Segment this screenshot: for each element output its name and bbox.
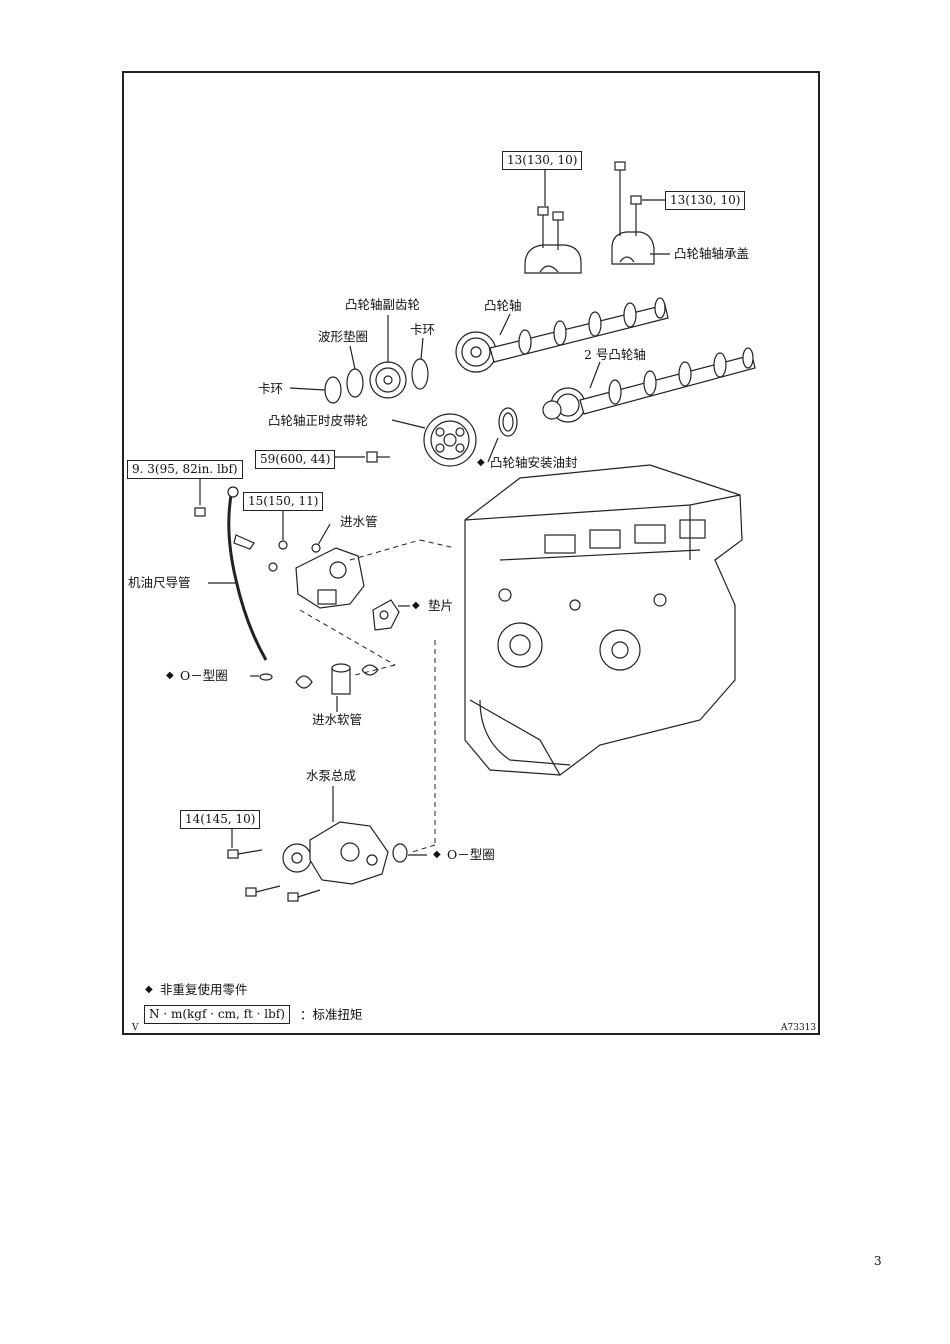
label-snap-ring-right: 卡环 xyxy=(410,322,436,337)
legend-unit-box: N · m(kgf · cm, ft · lbf) xyxy=(144,1005,290,1024)
water-inlet-pipe xyxy=(268,540,365,609)
label-water-inlet-hose: 进水软管 xyxy=(312,712,363,727)
camshaft xyxy=(455,297,669,373)
label-dipstick-guide: 机油尺导管 xyxy=(128,575,191,590)
torque-inlet-pipe: 15(150, 11) xyxy=(243,492,324,511)
label-gasket: 垫片 xyxy=(428,598,454,613)
label-camshaft-oil-seal: 凸轮轴安装油封 xyxy=(490,455,578,470)
dipstick-bolt xyxy=(194,507,206,517)
torque-bearing-cap-right: 13(130, 10) xyxy=(665,191,746,210)
non-reusable-mark-gasket: ◆ xyxy=(412,600,420,611)
gasket xyxy=(372,599,400,631)
pulley-bolt xyxy=(366,451,390,463)
o-ring-pump xyxy=(392,843,408,863)
camshaft-timing-pulley xyxy=(423,413,477,467)
label-o-ring-2: O－型圈 xyxy=(447,847,495,862)
snap-ring-left xyxy=(324,376,342,404)
torque-bearing-cap-left: 13(130, 10) xyxy=(502,151,583,170)
no2-camshaft xyxy=(542,347,756,423)
label-camshaft: 凸轮轴 xyxy=(484,298,522,313)
water-pump-bolts xyxy=(227,849,321,902)
camshaft-oil-seal xyxy=(498,407,518,437)
label-o-ring-1: O－型圈 xyxy=(180,668,228,683)
figure-code: A73313 xyxy=(781,1023,817,1033)
wave-washer xyxy=(346,368,364,398)
dipstick-guide xyxy=(227,486,273,681)
legend-diamond: ◆ xyxy=(145,984,153,995)
camshaft-bearing-cap-left xyxy=(524,206,582,274)
label-water-inlet-pipe: 进水管 xyxy=(340,514,378,529)
label-camshaft-timing-pulley: 凸轮轴正时皮带轮 xyxy=(268,413,369,428)
water-inlet-hose xyxy=(295,663,379,695)
label-camshaft-sub-gear: 凸轮轴副齿轮 xyxy=(345,297,421,312)
torque-water-pump: 14(145, 10) xyxy=(180,810,261,829)
camshaft-sub-gear xyxy=(369,361,407,399)
page-number: 3 xyxy=(874,1254,882,1268)
water-pump-assembly xyxy=(282,821,389,885)
label-snap-ring-left: 卡环 xyxy=(258,381,284,396)
legend-unit-desc: ：标准扭矩 xyxy=(300,1007,363,1022)
snap-ring-right xyxy=(411,358,429,390)
torque-dipstick-bolt: 9. 3(95, 82in. lbf) xyxy=(127,460,243,479)
non-reusable-mark-oil-seal: ◆ xyxy=(477,457,485,468)
non-reusable-mark-o-ring-2: ◆ xyxy=(433,849,441,860)
engine-block xyxy=(464,464,743,776)
torque-pulley-bolt: 59(600, 44) xyxy=(255,450,336,469)
label-wave-washer: 波形垫圈 xyxy=(318,329,369,344)
label-no2-camshaft: 2 号凸轮轴 xyxy=(584,347,646,362)
non-reusable-mark-o-ring-1: ◆ xyxy=(166,670,174,681)
diagram-frame xyxy=(122,71,820,1035)
corner-mark-left: V xyxy=(132,1023,139,1033)
label-water-pump-assembly: 水泵总成 xyxy=(306,768,357,783)
camshaft-bearing-cap-right xyxy=(611,161,655,265)
label-camshaft-bearing-cap: 凸轮轴轴承盖 xyxy=(674,246,750,261)
legend-non-reusable: 非重复使用零件 xyxy=(160,982,248,997)
